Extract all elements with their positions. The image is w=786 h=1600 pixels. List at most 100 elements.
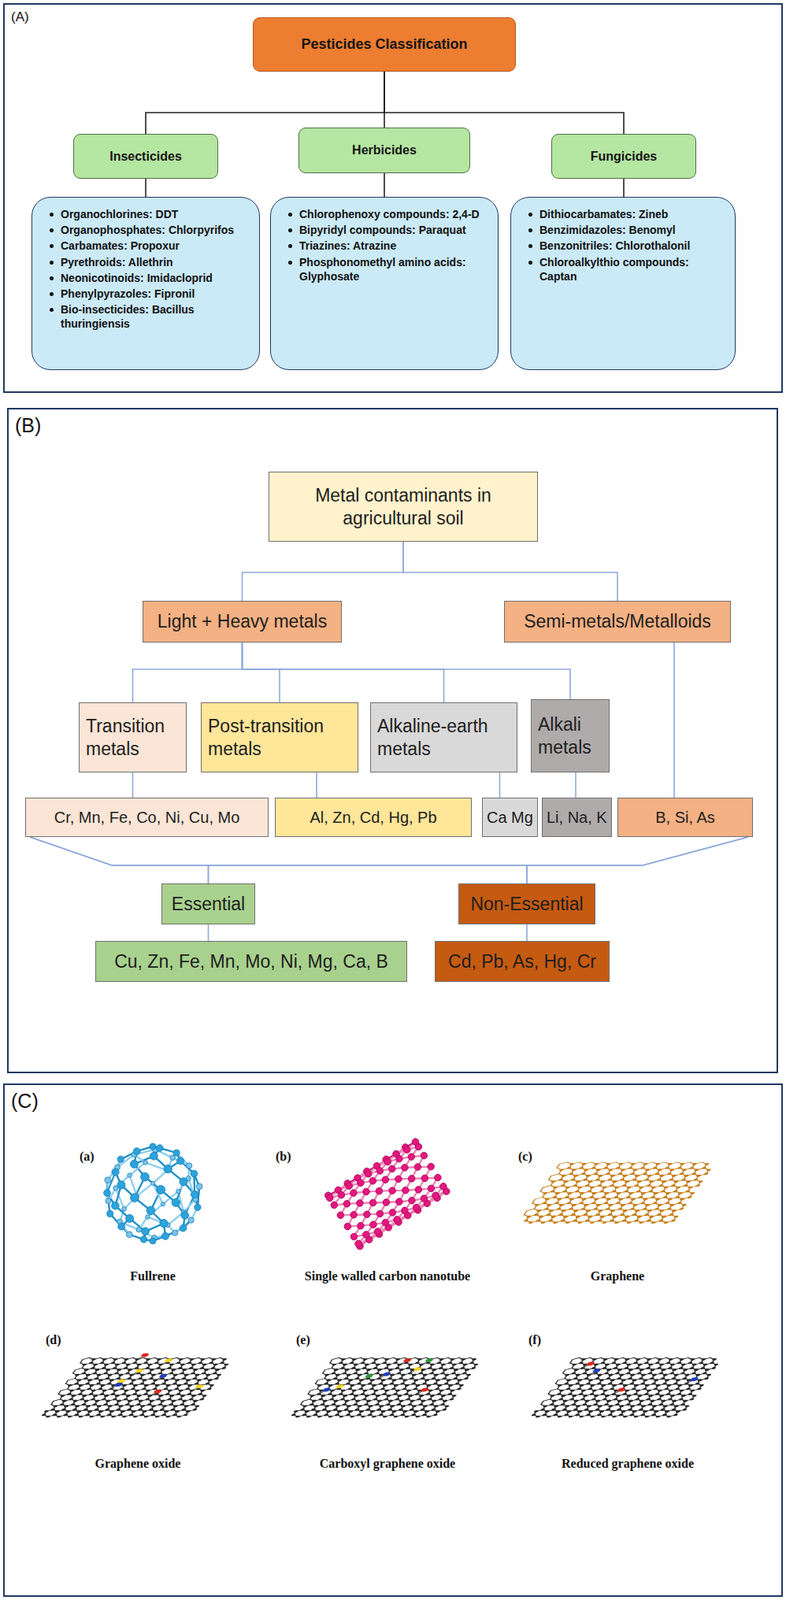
atom <box>152 1410 159 1413</box>
atom <box>177 1157 185 1165</box>
atom <box>150 1413 156 1417</box>
atom <box>432 1382 438 1386</box>
atom <box>59 1394 66 1398</box>
atom <box>106 1382 112 1386</box>
atom <box>536 1209 542 1213</box>
atom <box>94 1368 101 1372</box>
atom <box>304 1410 310 1413</box>
atom <box>116 1400 123 1403</box>
atom <box>400 1205 410 1216</box>
atom <box>593 1163 600 1166</box>
atom <box>449 1390 456 1393</box>
atom <box>451 1364 457 1367</box>
atom <box>72 1400 78 1403</box>
atom <box>632 1168 638 1172</box>
atom <box>146 1403 153 1406</box>
atom <box>611 1190 617 1194</box>
atom <box>320 1394 327 1398</box>
atom <box>171 1382 178 1386</box>
atom <box>166 1390 173 1393</box>
atom <box>400 1405 406 1408</box>
atom <box>584 1184 590 1187</box>
atom <box>535 1219 542 1223</box>
atom <box>668 1179 675 1182</box>
atom <box>218 1361 225 1365</box>
atom <box>374 1186 384 1197</box>
atom <box>695 1175 701 1178</box>
atom <box>583 1168 590 1172</box>
atom <box>407 1174 417 1184</box>
atom <box>599 1216 605 1219</box>
atom <box>348 1361 355 1365</box>
atom <box>76 1410 82 1413</box>
atom <box>95 1413 101 1417</box>
functional-group <box>114 1382 124 1387</box>
atom <box>545 1213 552 1217</box>
atom <box>320 1394 327 1398</box>
atom <box>351 1390 357 1393</box>
atom <box>638 1186 645 1190</box>
atom <box>311 1400 317 1403</box>
atom <box>599 1216 605 1219</box>
atom <box>166 1398 172 1402</box>
atom <box>157 1372 164 1376</box>
atom <box>81 1364 88 1367</box>
atom <box>370 1384 377 1387</box>
atom <box>376 1408 382 1412</box>
atom <box>434 1379 441 1382</box>
atom <box>103 1394 109 1398</box>
atom <box>113 1372 119 1376</box>
atom <box>636 1180 642 1183</box>
atom <box>326 1410 332 1413</box>
atom <box>108 1410 115 1413</box>
atom <box>380 1410 386 1413</box>
atom <box>413 1410 419 1413</box>
atom <box>574 1180 581 1183</box>
atom <box>97 1379 104 1382</box>
atom <box>447 1384 453 1387</box>
atom <box>334 1405 341 1408</box>
atom <box>552 1196 558 1199</box>
atom <box>426 1384 432 1387</box>
atom <box>359 1361 366 1365</box>
atom <box>560 1209 567 1213</box>
atom <box>146 1206 156 1216</box>
atom <box>463 1368 470 1372</box>
atom <box>194 1374 201 1377</box>
atom <box>408 1408 415 1412</box>
atom <box>145 1358 152 1361</box>
atom <box>309 1394 316 1398</box>
atom <box>71 1408 78 1412</box>
atom <box>423 1379 430 1382</box>
atom <box>550 1216 557 1219</box>
atom <box>447 1393 453 1396</box>
atom <box>186 1393 193 1396</box>
atom <box>394 1367 401 1370</box>
atom <box>313 1405 319 1408</box>
atom <box>160 1413 167 1417</box>
atom <box>111 1367 118 1370</box>
atom <box>155 1358 162 1361</box>
atom <box>473 1364 479 1367</box>
atom <box>185 1410 191 1413</box>
atom <box>563 1216 569 1219</box>
atom <box>72 1400 78 1403</box>
atom <box>186 1361 193 1365</box>
atom <box>200 1390 206 1393</box>
atom <box>433 1374 439 1377</box>
atom <box>448 1367 455 1370</box>
atom <box>168 1403 175 1406</box>
atom <box>124 1372 130 1376</box>
atom <box>618 1198 624 1202</box>
atom <box>169 1364 175 1367</box>
atom <box>580 1172 586 1176</box>
atom <box>347 1410 353 1413</box>
functional-group <box>364 1374 375 1379</box>
atom <box>177 1390 184 1393</box>
atom <box>352 1364 359 1367</box>
atom <box>552 1186 559 1190</box>
atom <box>400 1413 406 1417</box>
atom <box>132 1384 138 1387</box>
atom <box>70 1394 77 1398</box>
functional-group <box>152 1390 163 1395</box>
